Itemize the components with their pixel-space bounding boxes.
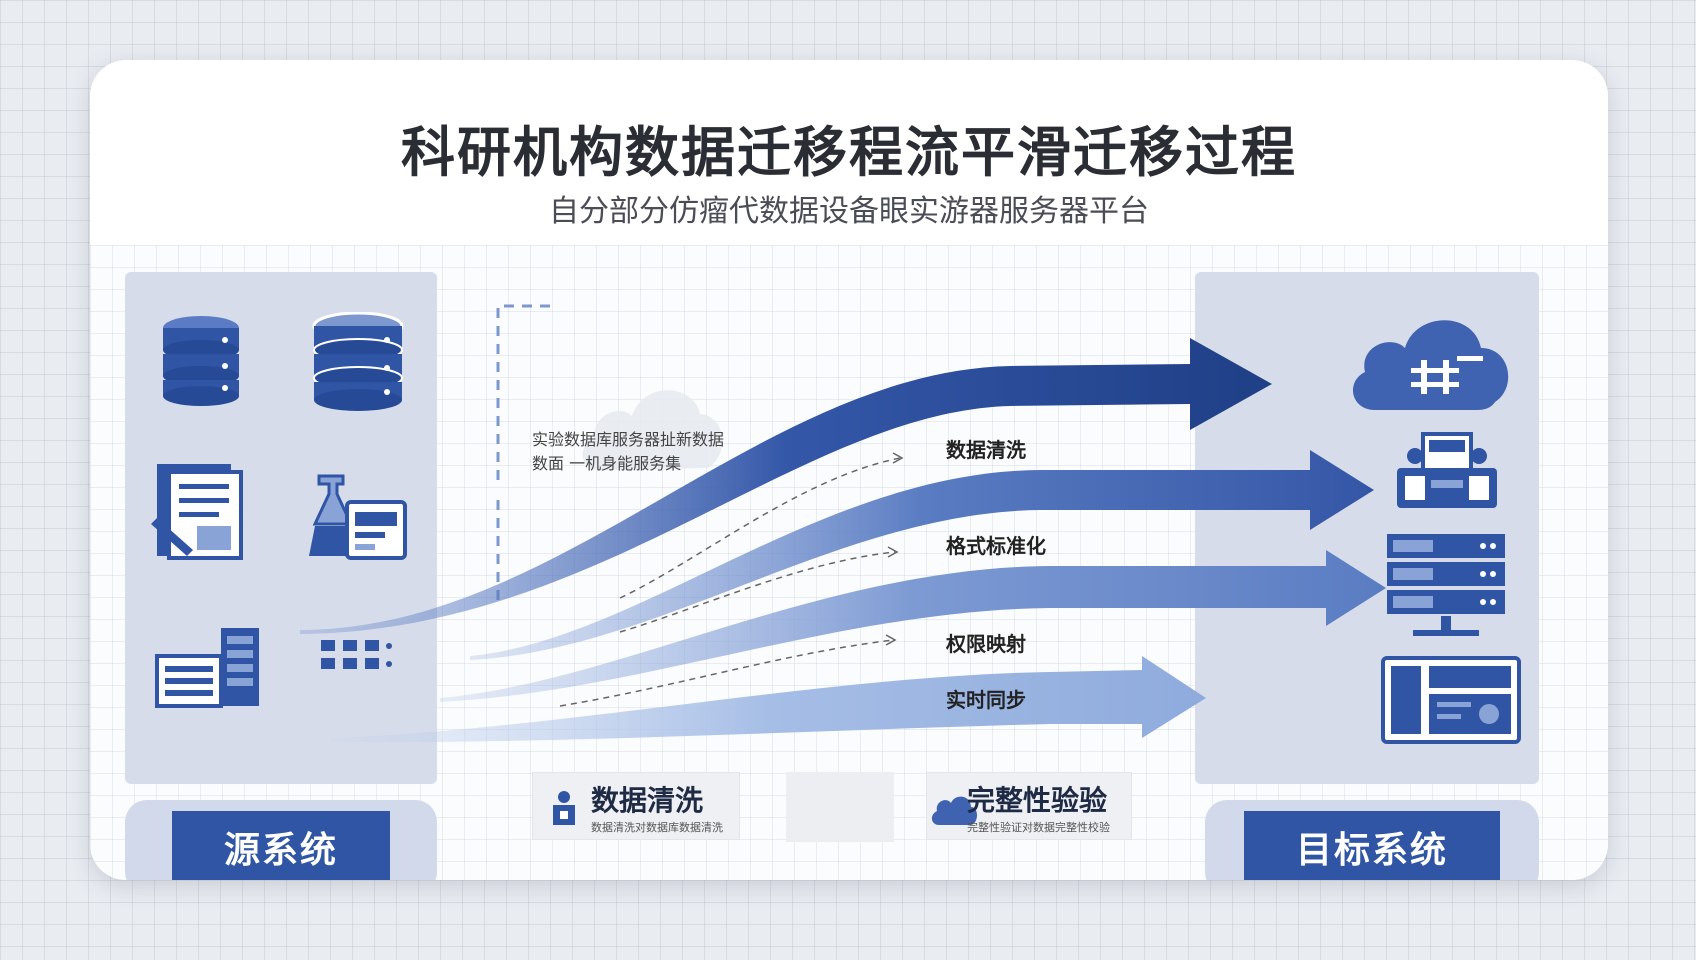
legend-item-cleaning: 数据清洗 数据清洗对数据库数据清洗 <box>532 772 740 840</box>
note-line: 数面 一机身能服务集 <box>532 454 682 473</box>
legend-desc: 完整性验证对数据完整性校验 <box>967 821 1110 834</box>
lab-equipment-icon <box>309 474 407 560</box>
source-panel <box>125 272 437 784</box>
note-text: 实验数据库服务器扯新数据 数面 一机身能服务集 <box>532 428 724 476</box>
database-icon <box>312 312 404 411</box>
stage-label-standardization: 格式标准化 <box>946 534 1046 558</box>
cloud-icon <box>931 796 977 825</box>
legend-desc: 数据清洗对数据库数据清洗 <box>591 821 723 834</box>
network-nodes-icon <box>321 640 392 669</box>
database-icon <box>163 316 239 406</box>
server-rack-icon <box>1387 534 1505 636</box>
legend-title: 完整性验验 <box>967 784 1108 817</box>
legend-placeholder <box>786 772 894 842</box>
page-title: 科研机构数据迁移程流平滑迁移过程 <box>401 121 1297 184</box>
target-label-box: 目标系统 <box>1205 800 1539 880</box>
cloud-icon <box>1352 320 1509 410</box>
target-system-label: 目标系统 <box>1243 811 1501 880</box>
note-line: 实验数据库服务器扯新数据 <box>532 430 725 449</box>
legend-title: 数据清洗 <box>591 784 704 817</box>
document-icon <box>151 464 243 560</box>
source-label-box: 源系统 <box>125 800 437 880</box>
workstation-icon <box>1397 432 1497 508</box>
stage-label-permission-mapping: 权限映射 <box>946 632 1026 656</box>
person-icon <box>553 791 575 825</box>
diagram-card: 科研机构数据迁移程流平滑迁移过程 自分部分仿瘤代数据设备眼实游器服务器平台 <box>90 60 1608 880</box>
stage-label-cleaning: 数据清洗 <box>946 438 1026 462</box>
page-subtitle: 自分部分仿瘤代数据设备眼实游器服务器平台 <box>549 194 1149 229</box>
legend-item-integrity: 完整性验验 完整性验证对数据完整性校验 <box>926 772 1132 840</box>
server-building-icon <box>155 628 259 708</box>
target-panel <box>1195 272 1539 784</box>
stage-label-realtime-sync: 实时同步 <box>946 688 1026 712</box>
dashboard-icon <box>1381 656 1521 744</box>
source-system-label: 源系统 <box>171 811 391 880</box>
